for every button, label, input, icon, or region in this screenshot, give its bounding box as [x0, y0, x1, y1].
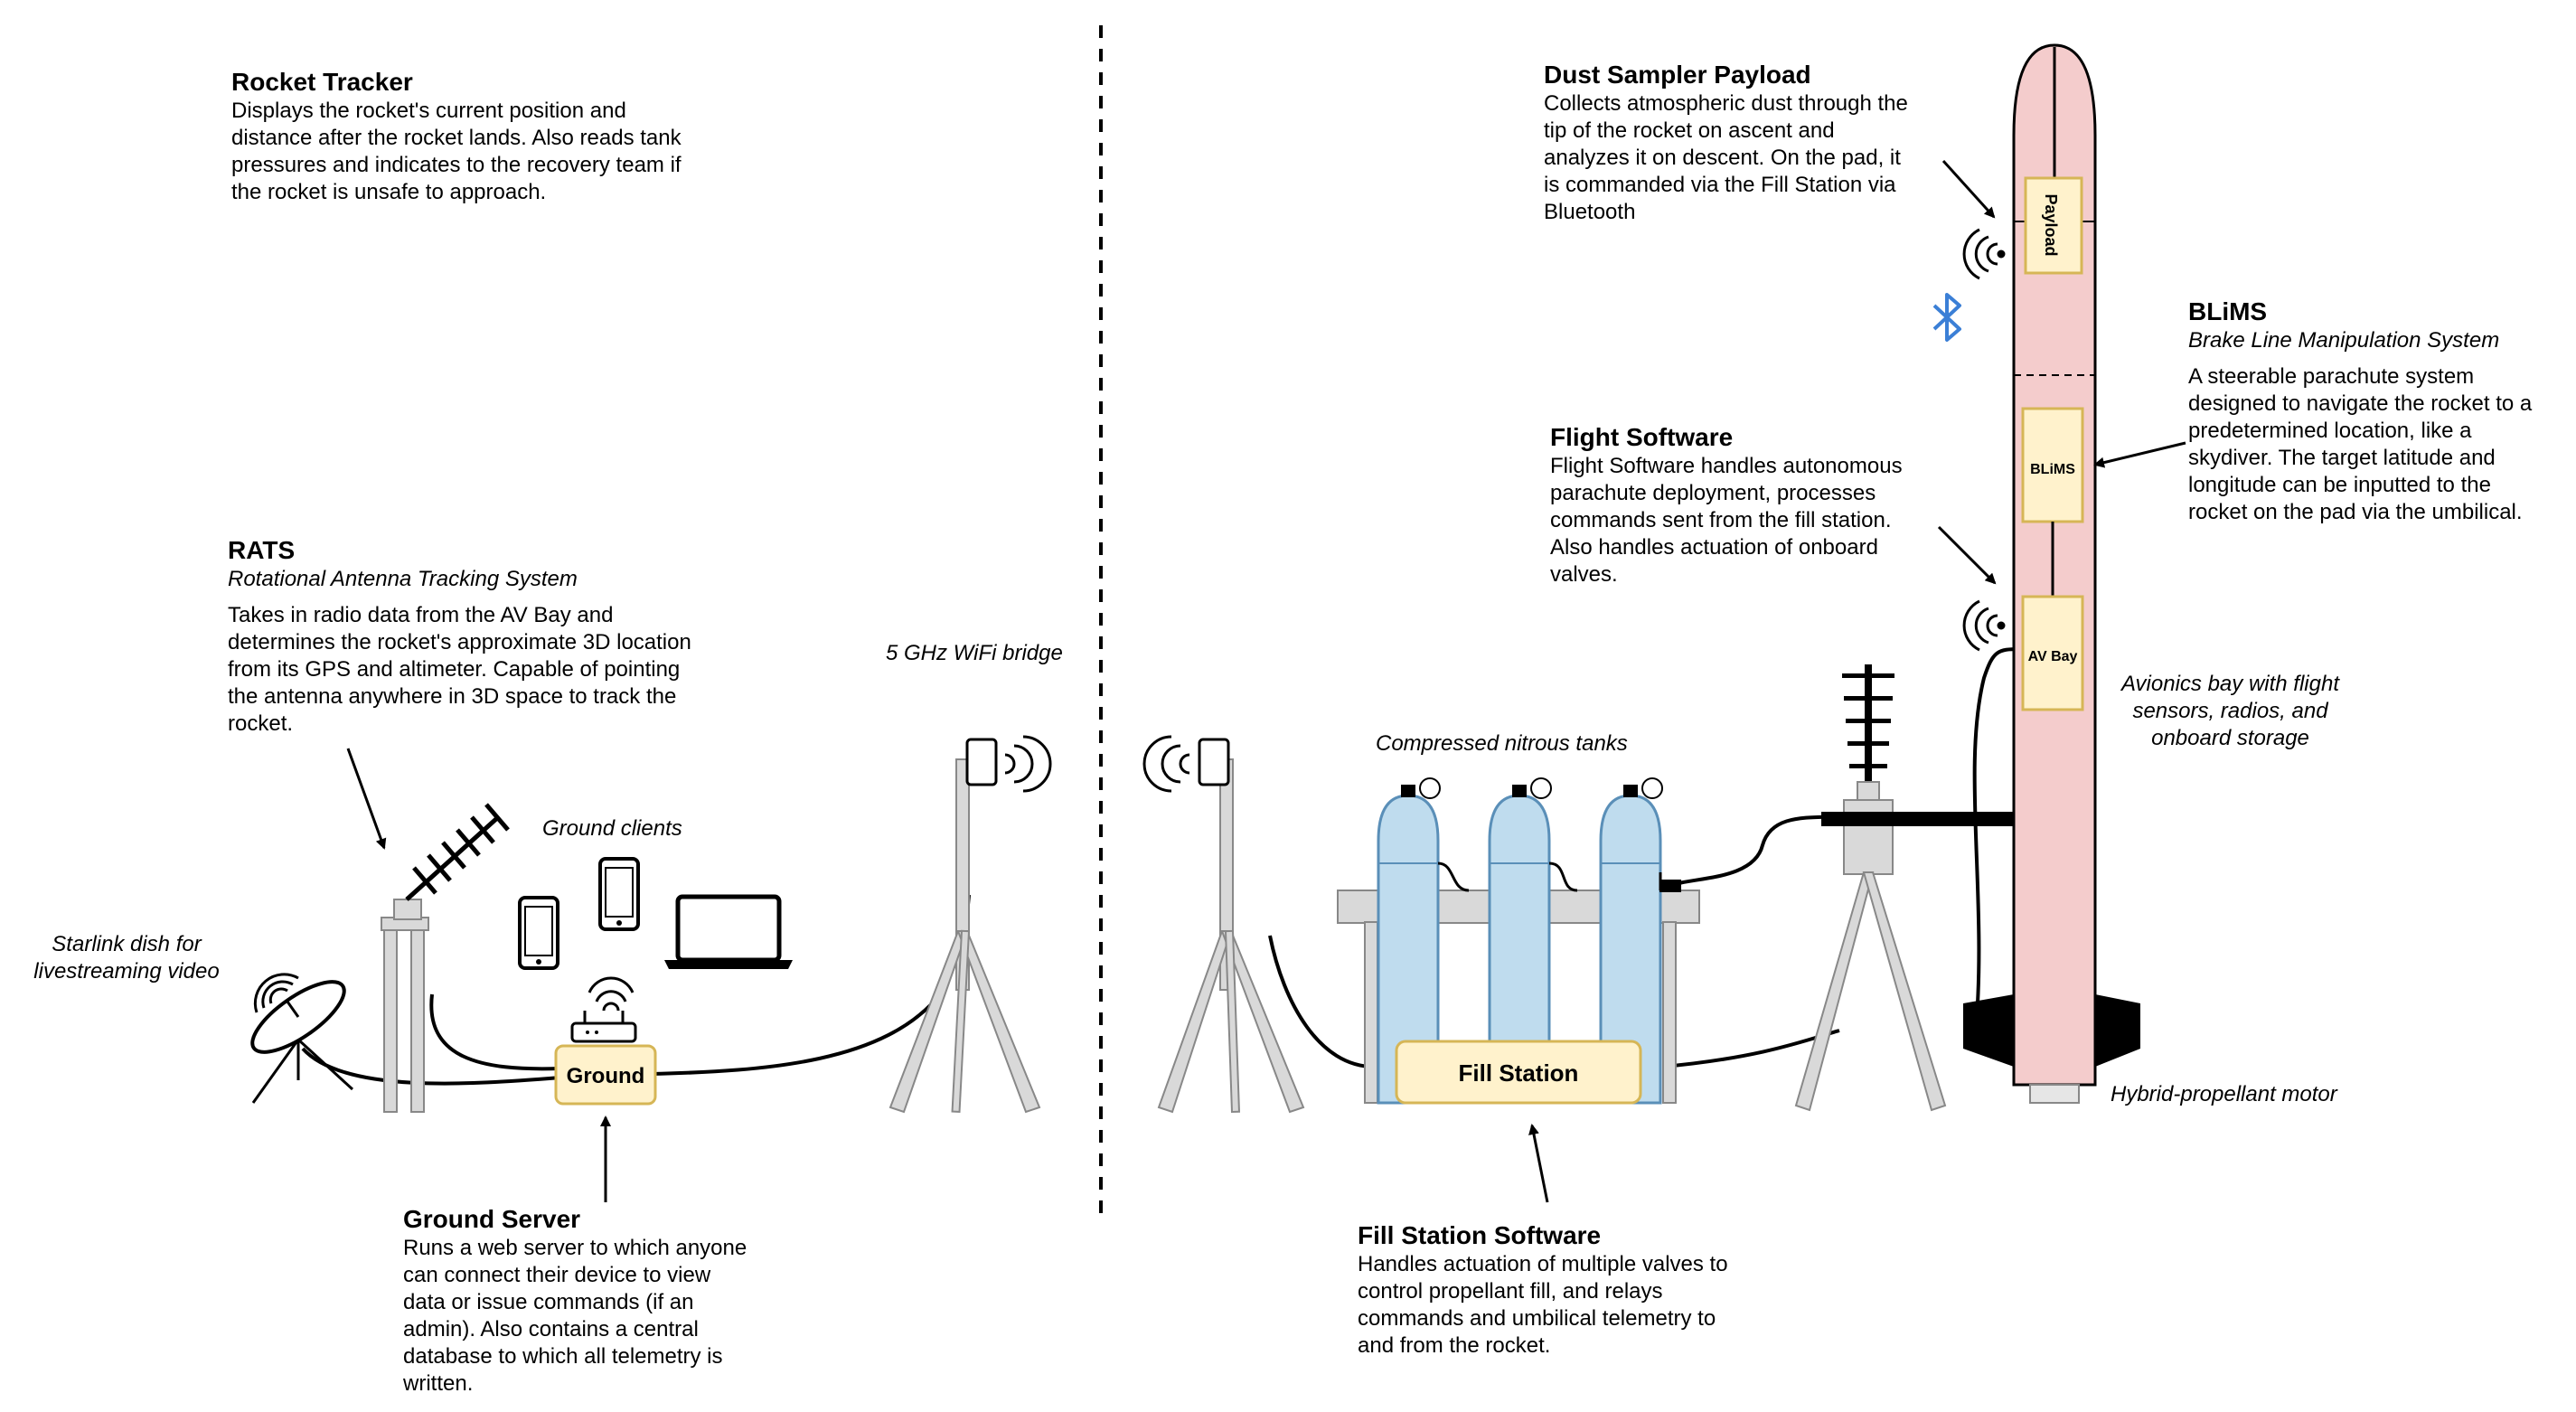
fill-station-software-title: Fill Station Software — [1358, 1221, 1602, 1249]
rats-body: Takes in radio data from the AV Bay and … — [228, 603, 691, 736]
blims-callout: BLiMS Brake Line Manipulation System A s… — [2188, 297, 2572, 526]
nitrous-tank — [1488, 777, 1552, 1105]
blims-box-label: BLiMS — [2030, 462, 2075, 477]
flight-software-body: Flight Software handles autonomous parac… — [1550, 454, 1903, 587]
fill-station-box-label: Fill Station — [1459, 1059, 1579, 1087]
rats-arrow — [346, 748, 387, 850]
dust-sampler-body: Collects atmospheric dust through the ti… — [1544, 91, 1908, 224]
ground-box-label: Ground — [567, 1064, 645, 1088]
blims-subtitle: Brake Line Manipulation System — [2188, 328, 2500, 353]
fill-station-software-body: Handles actuation of multiple valves to … — [1358, 1252, 1728, 1358]
rocket-tracker-title: Rocket Tracker — [231, 68, 413, 96]
rats-subtitle: Rotational Antenna Tracking System — [228, 567, 578, 591]
ground-server-title: Ground Server — [403, 1205, 581, 1233]
yagi-antenna-icon — [405, 803, 510, 901]
fill-station-arrow — [1528, 1124, 1549, 1203]
motor-label: Hybrid-propellant motor — [2111, 1082, 2337, 1106]
payload-arrow — [1941, 159, 1996, 219]
rats-callout: RATS Rotational Antenna Tracking System … — [228, 535, 788, 738]
ground-server-box: Ground — [554, 1044, 657, 1106]
payload-box: Payload — [2024, 176, 2083, 275]
nitrous-tank — [1599, 777, 1663, 1105]
phone-icon — [598, 857, 640, 931]
wifi-icon — [1142, 735, 1190, 793]
ground-server-body: Runs a web server to which anyone can co… — [403, 1236, 747, 1396]
av-bay-box-label: AV Bay — [2028, 649, 2078, 664]
wifi-bridge-label: 5 GHz WiFi bridge — [886, 641, 1063, 665]
nitrous-tanks-label: Compressed nitrous tanks — [1376, 731, 1628, 756]
av-bay-box: AV Bay — [2021, 595, 2084, 711]
nitrous-tank — [1377, 777, 1441, 1105]
blims-body: A steerable parachute system designed to… — [2188, 364, 2533, 524]
blims-box: BLiMS — [2021, 407, 2084, 523]
umbilical-tower — [1794, 664, 2016, 1112]
satellite-dish-icon — [250, 973, 354, 1104]
avionics-label: Avionics bay with flight sensors, radios… — [2120, 672, 2339, 750]
wifi-bridge-right — [1157, 738, 1305, 1114]
flight-software-arrow — [1937, 525, 1997, 585]
payload-box-label: Payload — [2042, 193, 2060, 256]
wifi-bridge-left — [888, 738, 1041, 1114]
valve — [1659, 880, 1681, 892]
blims-title: BLiMS — [2188, 297, 2268, 325]
rocket — [1963, 43, 2140, 1104]
rats-title: RATS — [228, 536, 296, 564]
callout-arrows — [346, 159, 2186, 1203]
phone-icon — [518, 896, 559, 970]
dust-sampler-title: Dust Sampler Payload — [1544, 61, 1811, 89]
rocket-tracker-callout: Rocket Tracker Displays the rocket's cur… — [231, 67, 792, 206]
laptop-icon — [664, 894, 793, 969]
ground-server-callout: Ground Server Runs a web server to which… — [403, 1204, 837, 1398]
rats-tower — [381, 899, 429, 1113]
wifi-icon — [1004, 735, 1052, 793]
wifi-icon — [1962, 228, 2006, 280]
bluetooth-icon — [1932, 293, 1961, 342]
starlink-label: Starlink dish for livestreaming video — [33, 932, 220, 984]
rocket-tracker-body: Displays the rocket's current position a… — [231, 99, 682, 204]
dust-sampler-callout: Dust Sampler Payload Collects atmospheri… — [1544, 60, 1996, 226]
ground-clients-label: Ground clients — [542, 816, 682, 841]
flight-software-callout: Flight Software Flight Software handles … — [1550, 422, 2002, 588]
wifi-icon — [1962, 599, 2006, 652]
router-icon — [570, 1011, 637, 1043]
flight-software-title: Flight Software — [1550, 423, 1734, 451]
fill-station-software-callout: Fill Station Software Handles actuation … — [1358, 1220, 1864, 1360]
wifi-icon — [588, 976, 635, 1012]
blims-arrow — [2093, 441, 2186, 468]
fill-station-box: Fill Station — [1395, 1040, 1642, 1105]
